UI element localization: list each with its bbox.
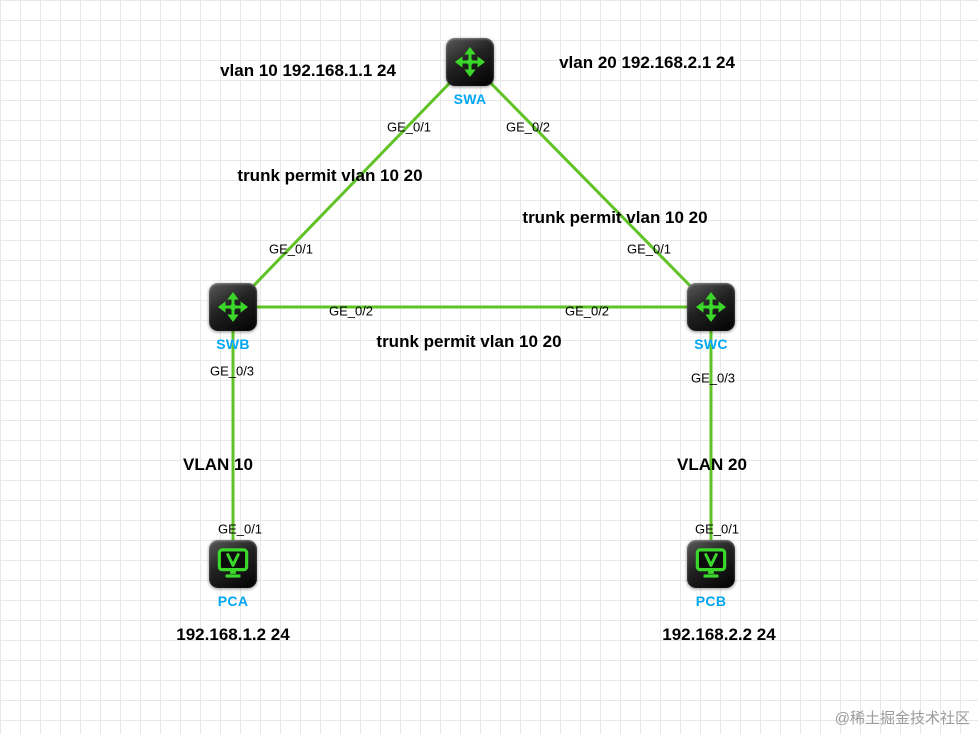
port-label: GE_0/1 bbox=[268, 241, 314, 257]
device-swc[interactable]: SWC bbox=[687, 283, 735, 352]
port-label: GE_0/1 bbox=[694, 521, 740, 537]
pc-icon bbox=[209, 540, 257, 588]
text-annotation: VLAN 20 bbox=[677, 455, 747, 474]
link-swa-swb[interactable] bbox=[231, 60, 472, 309]
device-name-label-swa: SWA bbox=[453, 91, 487, 107]
text-annotation: trunk permit vlan 10 20 bbox=[376, 332, 562, 351]
text-annotation: VLAN 10 bbox=[183, 455, 253, 474]
device-pca[interactable]: PCA bbox=[209, 540, 257, 609]
text-annotation: 192.168.1.2 24 bbox=[176, 625, 290, 644]
device-pcb[interactable]: PCB bbox=[687, 540, 735, 609]
port-label: GE_0/2 bbox=[328, 303, 374, 319]
port-label: GE_0/1 bbox=[626, 241, 672, 257]
device-swb[interactable]: SWB bbox=[209, 283, 257, 352]
device-name-label-swb: SWB bbox=[216, 336, 250, 352]
port-label: GE_0/1 bbox=[386, 119, 432, 135]
device-name-label-swc: SWC bbox=[694, 336, 728, 352]
text-annotation: 192.168.2.2 24 bbox=[662, 625, 776, 644]
port-label: GE_0/2 bbox=[564, 303, 610, 319]
port-label: GE_0/1 bbox=[217, 521, 263, 537]
port-label: GE_0/2 bbox=[505, 119, 551, 135]
text-annotation: trunk permit vlan 10 20 bbox=[237, 166, 423, 185]
text-annotation: trunk permit vlan 10 20 bbox=[522, 208, 708, 227]
pc-icon bbox=[687, 540, 735, 588]
port-label: GE_0/3 bbox=[690, 370, 736, 386]
device-name-label-pca: PCA bbox=[217, 593, 249, 609]
device-swa[interactable]: SWA bbox=[446, 38, 494, 107]
link-swa-swc[interactable] bbox=[468, 60, 713, 309]
text-annotation: vlan 20 192.168.2.1 24 bbox=[559, 53, 735, 72]
text-annotation: vlan 10 192.168.1.1 24 bbox=[220, 61, 396, 80]
port-label: GE_0/3 bbox=[209, 363, 255, 379]
watermark: @稀土掘金技术社区 bbox=[834, 710, 970, 727]
switch-icon bbox=[687, 283, 735, 331]
switch-icon bbox=[446, 38, 494, 86]
device-name-label-pcb: PCB bbox=[695, 593, 727, 609]
switch-icon bbox=[209, 283, 257, 331]
